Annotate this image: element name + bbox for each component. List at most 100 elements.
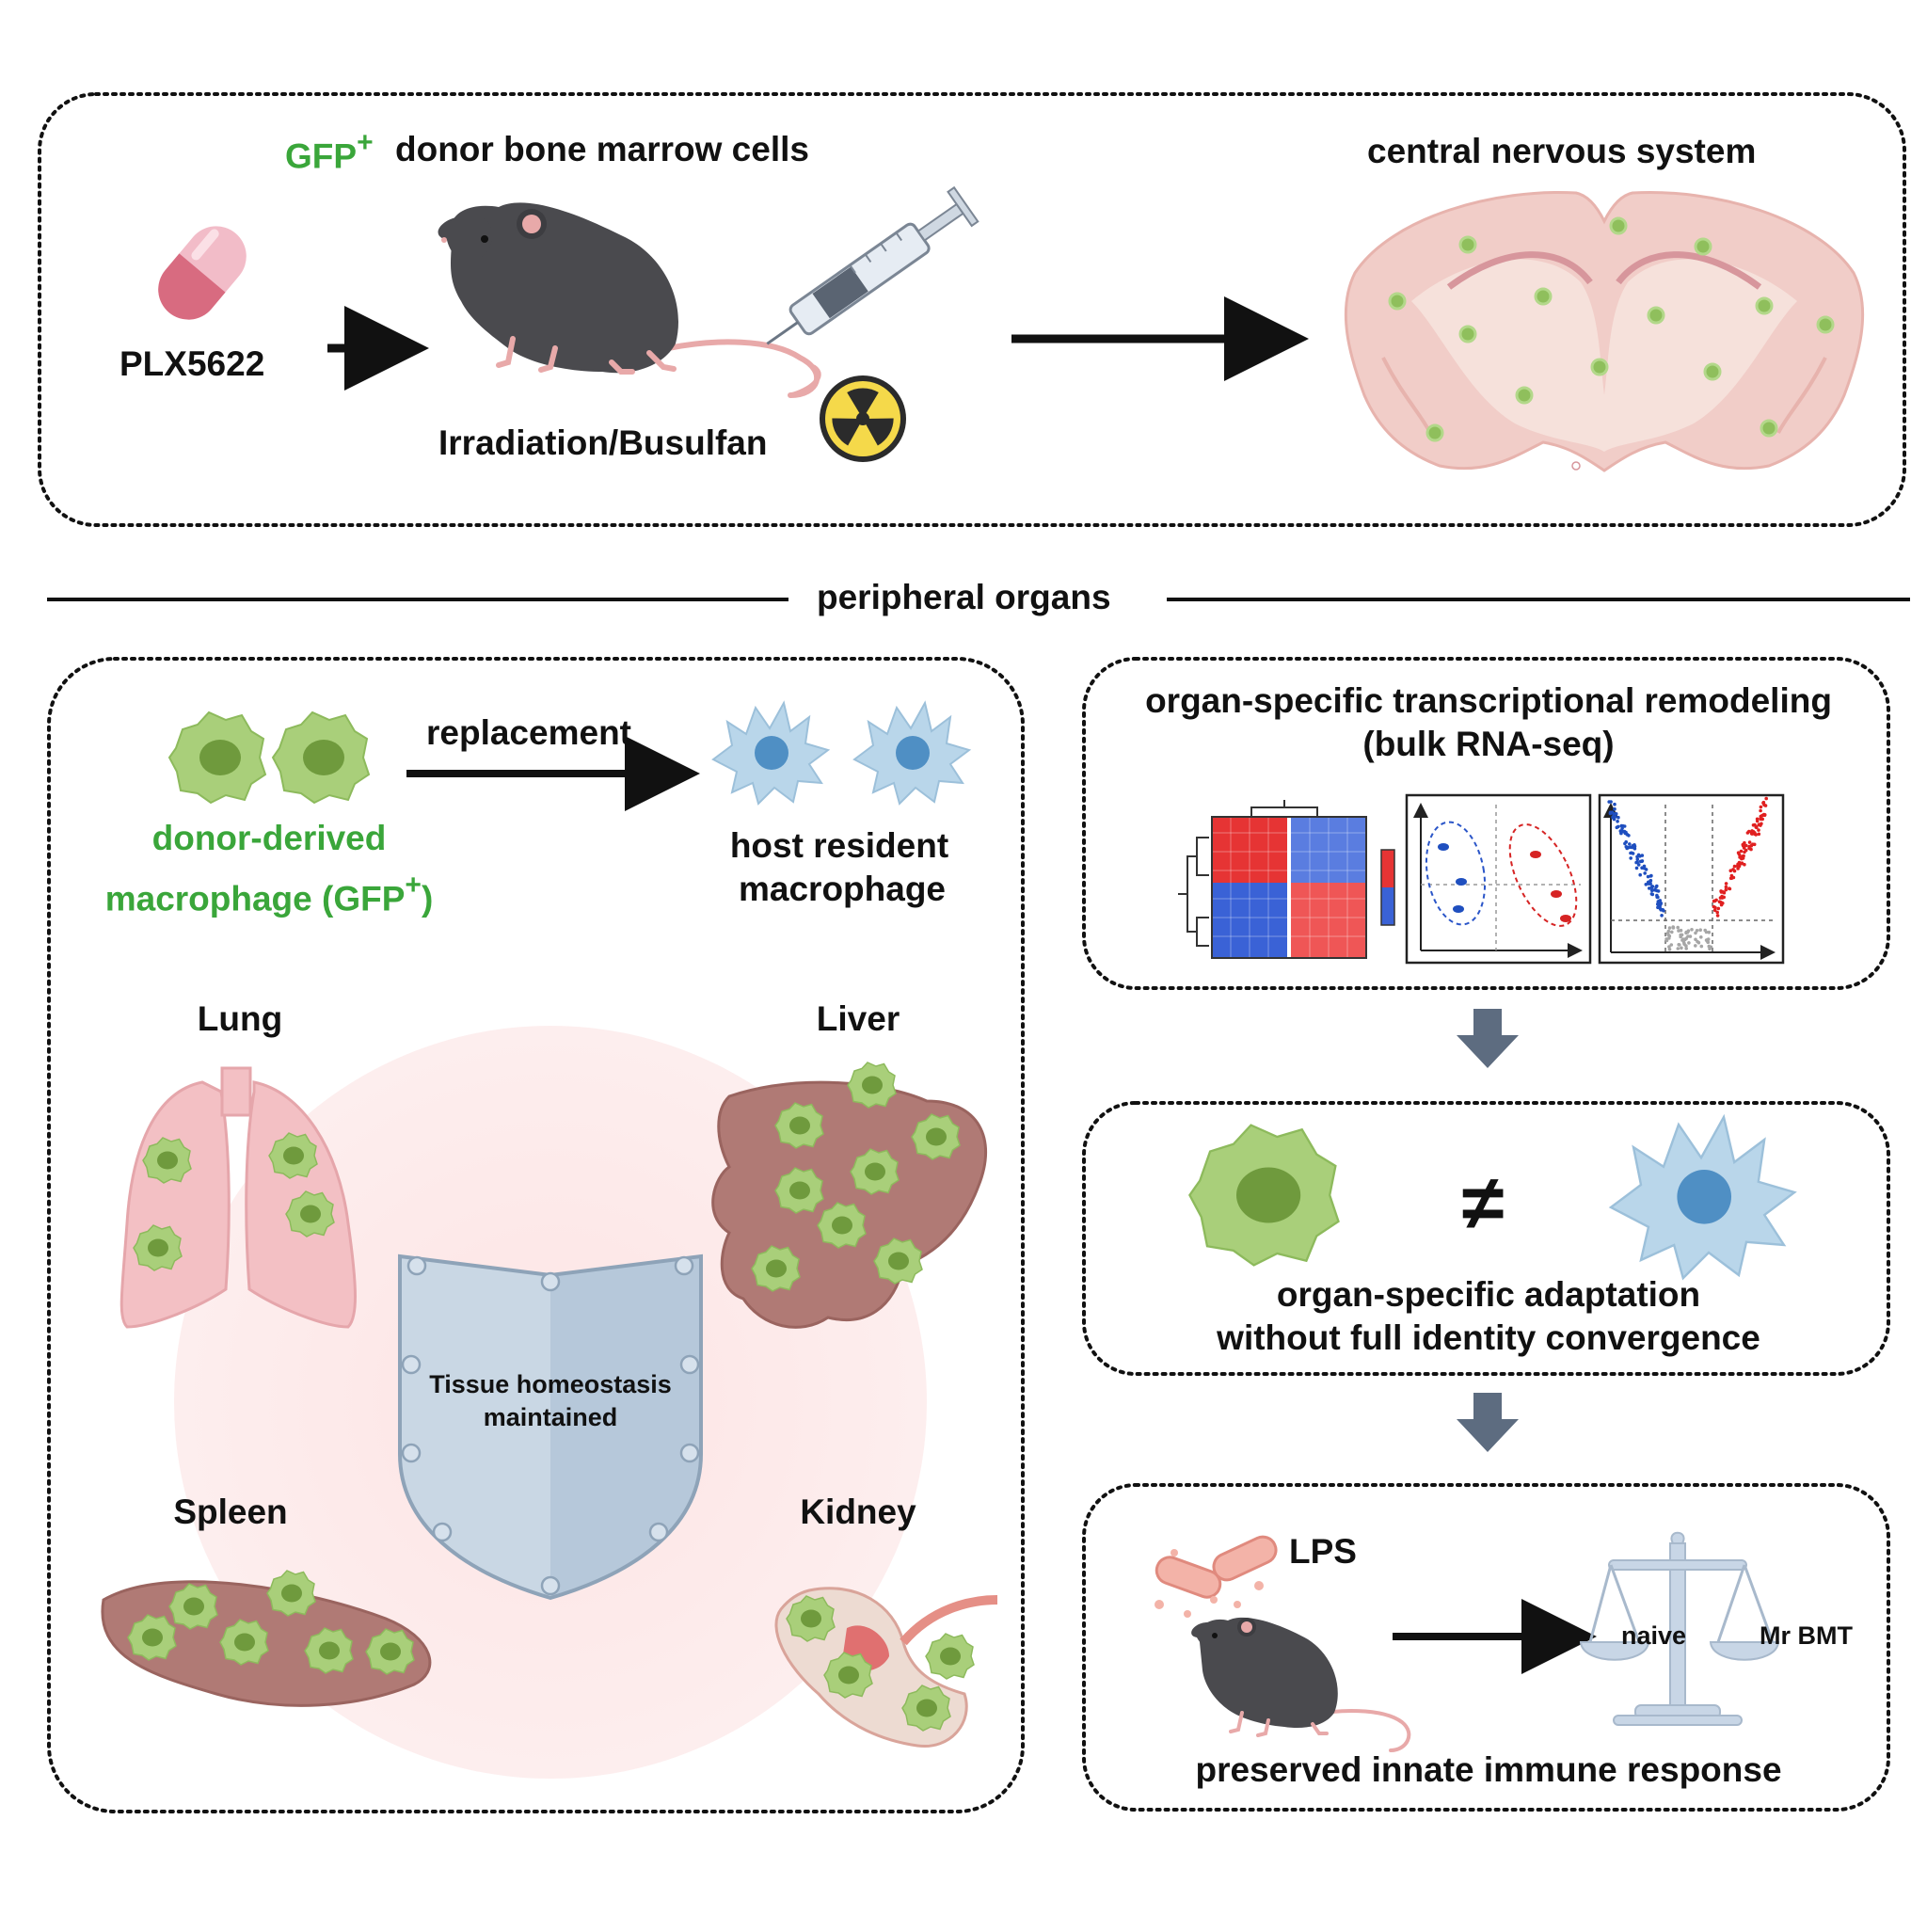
volcano-point-ns (1698, 928, 1702, 932)
volcano-point-up (1728, 876, 1733, 881)
volcano-point-up (1713, 905, 1717, 910)
volcano-point-up (1754, 833, 1758, 837)
volcano-point-ns (1684, 947, 1688, 950)
volcano-point-up (1761, 800, 1766, 805)
volcano-point-down (1624, 830, 1628, 835)
gfp-superscript: + (357, 127, 374, 158)
volcano-point-up (1743, 850, 1746, 854)
volcano-point-down (1631, 845, 1634, 850)
volcano-point-ns (1667, 948, 1672, 951)
volcano-point-down (1611, 815, 1615, 819)
adapt-label-line2: without full identity convergence (1217, 1318, 1760, 1357)
volcano-point-ns (1707, 930, 1712, 934)
volcano-point-down (1635, 854, 1639, 859)
volcano-point-down (1634, 866, 1639, 870)
volcano-point-up (1724, 885, 1728, 889)
volcano-point-up (1742, 846, 1746, 850)
volcano-point-up (1716, 906, 1721, 911)
volcano-point-down (1659, 902, 1664, 905)
volcano-point-up (1714, 898, 1718, 902)
volcano-point-up (1759, 805, 1763, 809)
volcano-point-up (1731, 868, 1735, 871)
volcano-point-up (1715, 910, 1719, 915)
volcano-point-ns (1696, 940, 1701, 945)
volcano-point-down (1635, 857, 1640, 861)
adapt-label-line1: organ-specific adaptation (1276, 1275, 1701, 1314)
volcano-point-up (1751, 823, 1756, 827)
volcano-point-ns (1667, 934, 1672, 938)
volcano-point-up (1749, 829, 1754, 834)
rna-title-line2: (bulk RNA-seq) (1362, 725, 1615, 763)
volcano-point-up (1763, 804, 1768, 807)
volcano-point-ns (1667, 945, 1671, 949)
volcano-point-up (1764, 796, 1768, 801)
host-macrophage-large-icon (1608, 1113, 1797, 1281)
volcano-point-ns (1678, 943, 1681, 947)
pca-plot (1405, 793, 1592, 965)
heatmap-figure (1178, 800, 1395, 959)
volcano-point-ns (1699, 944, 1704, 949)
donor-macrophage-label-line2: macrophage (GFP+) (105, 870, 434, 918)
cns-label: central nervous system (1367, 132, 1757, 170)
volcano-point-down (1648, 874, 1653, 878)
volcano-point-down (1613, 806, 1616, 811)
flow-arrow-2 (1457, 1393, 1519, 1452)
volcano-point-ns (1684, 931, 1688, 935)
volcano-point-down (1660, 914, 1664, 918)
volcano-point-up (1729, 873, 1734, 878)
radiation-icon (820, 375, 906, 462)
volcano-point-ns (1695, 929, 1699, 933)
volcano-point-down (1656, 889, 1661, 893)
volcano-point-down (1612, 811, 1616, 816)
host-macrophage-label-line1: host resident (729, 826, 949, 865)
conditioning-label: Irradiation/Busulfan (438, 423, 768, 462)
volcano-point-down (1625, 846, 1629, 851)
volcano-point-ns (1670, 930, 1674, 934)
volcano-point-ns (1680, 946, 1683, 950)
volcano-point-down (1620, 826, 1624, 831)
volcano-point-ns (1694, 944, 1697, 948)
top-panel-border (38, 92, 1906, 527)
brain-section-icon (1344, 190, 1865, 472)
left-panel-border (47, 657, 1025, 1813)
volcano-point-down (1644, 883, 1648, 886)
volcano-point-ns (1676, 947, 1680, 950)
volcano-point-down (1629, 856, 1632, 860)
volcano-point-down (1608, 811, 1613, 816)
volcano-point-down (1649, 886, 1654, 889)
volcano-point-up (1728, 886, 1732, 891)
not-equal-sign: ≠ (1461, 1160, 1505, 1246)
volcano-point-up (1724, 887, 1728, 892)
volcano-point-up (1721, 890, 1725, 894)
volcano-point-down (1636, 863, 1641, 867)
bacteria-icon (1155, 1535, 1278, 1618)
volcano-point-down (1656, 902, 1660, 906)
volcano-point-down (1619, 831, 1623, 836)
volcano-point-ns (1706, 940, 1711, 945)
volcano-point-up (1759, 823, 1762, 827)
volcano-point-ns (1681, 937, 1685, 941)
rna-title-line1: organ-specific transcriptional remodelin… (1145, 681, 1832, 720)
volcano-point-up (1745, 831, 1750, 835)
volcano-point-down (1629, 851, 1632, 855)
volcano-point-down (1655, 893, 1659, 898)
volcano-point-ns (1703, 928, 1707, 933)
volcano-point-up (1741, 842, 1745, 847)
liver-label: Liver (816, 999, 900, 1038)
volcano-point-down (1656, 905, 1660, 910)
volcano-point-up (1722, 895, 1726, 900)
volcano-point-down (1655, 884, 1659, 888)
volcano-point-ns (1679, 928, 1683, 933)
volcano-point-up (1736, 851, 1741, 854)
volcano-point-up (1740, 856, 1744, 861)
volcano-point-down (1662, 908, 1665, 913)
volcano-plot (1598, 793, 1785, 965)
volcano-point-ns (1688, 934, 1693, 938)
volcano-point-ns (1676, 925, 1680, 930)
kidney-label: Kidney (800, 1493, 916, 1531)
volcano-point-up (1747, 844, 1751, 849)
volcano-point-ns (1687, 941, 1691, 945)
volcano-point-down (1648, 882, 1652, 886)
volcano-point-up (1712, 908, 1717, 912)
